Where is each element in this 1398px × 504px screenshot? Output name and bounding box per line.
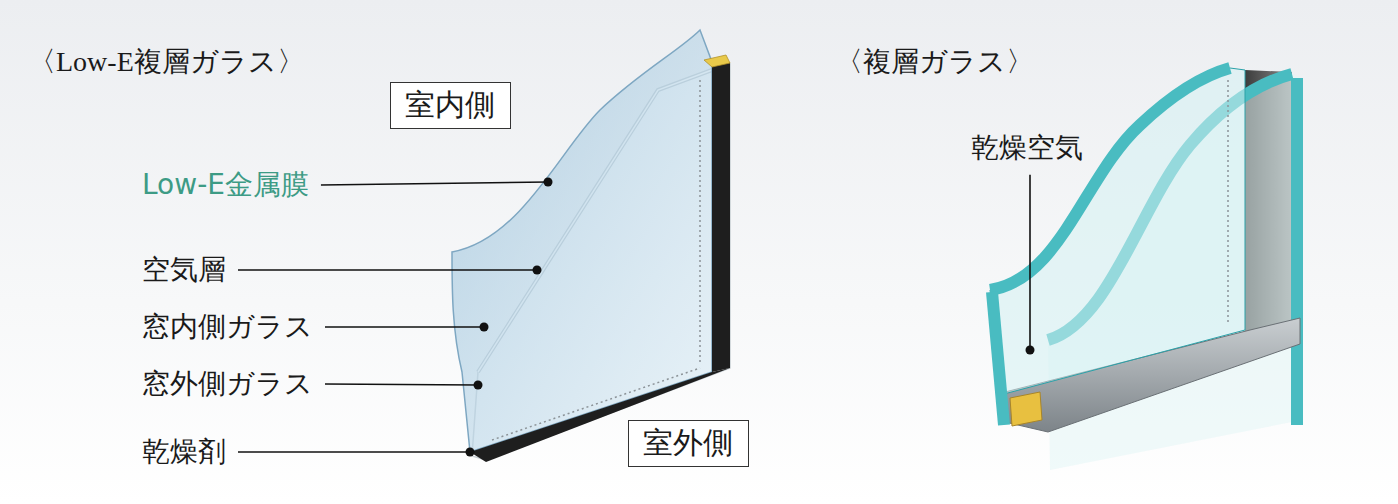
- leader-line: [325, 326, 484, 328]
- part-label: 乾燥剤: [142, 435, 226, 469]
- leader-line: [1029, 175, 1031, 350]
- back-pane-side: [1291, 78, 1303, 425]
- part-label: 乾燥空気: [971, 131, 1083, 165]
- front-pane: [990, 68, 1245, 394]
- leader-dot: [480, 323, 489, 332]
- leader-dot: [533, 266, 542, 275]
- spacer-edge: [1227, 80, 1229, 325]
- leader-line: [238, 269, 537, 271]
- part-label: 空気層: [142, 253, 226, 287]
- leader-dot: [1026, 346, 1035, 355]
- leader-line: [325, 384, 478, 385]
- desiccant: [1010, 392, 1042, 426]
- leader-line: [321, 182, 548, 185]
- leader-line: [238, 451, 470, 453]
- box-text: 室外側: [643, 425, 734, 461]
- spacer-side: [712, 62, 730, 372]
- side-box: 室外側: [628, 420, 749, 467]
- part-label: 窓外側ガラス: [142, 367, 313, 401]
- front-pane-edge: [990, 68, 1230, 290]
- leader-dot: [466, 448, 475, 457]
- leader-dot: [544, 178, 553, 187]
- front-pane-cut: [992, 292, 1004, 425]
- figure-heading: 〈Low-E複層ガラス〉: [28, 45, 305, 79]
- part-label: Low-E金属膜: [142, 168, 309, 202]
- figure-heading: 〈複層ガラス〉: [835, 45, 1034, 79]
- box-text: 室内側: [405, 87, 496, 123]
- double-glass-figure: [990, 68, 1302, 470]
- spacer-edge: [492, 80, 700, 440]
- leader-dot: [474, 381, 483, 390]
- desiccant: [704, 55, 730, 67]
- part-label: 窓内側ガラス: [142, 310, 313, 344]
- side-box: 室内側: [390, 82, 511, 129]
